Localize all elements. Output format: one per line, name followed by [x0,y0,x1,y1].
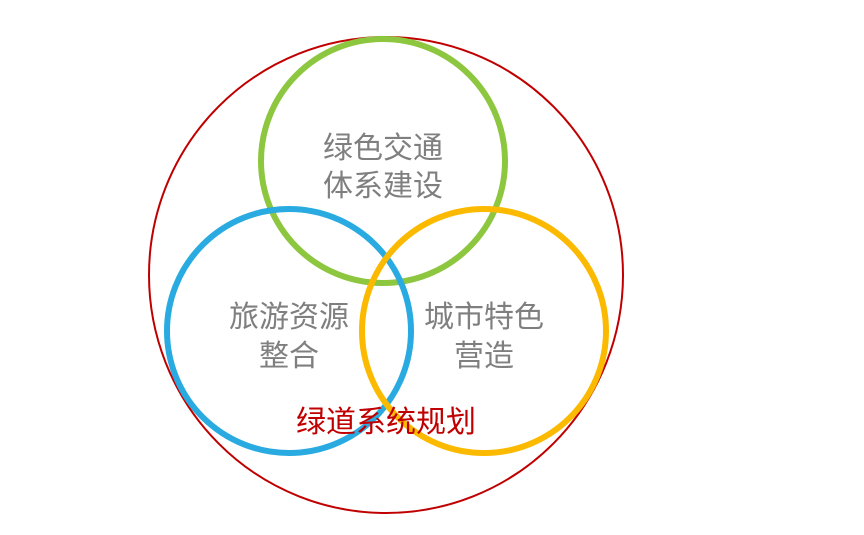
green-circle [258,36,508,286]
outer-label: 绿道系统规划 [296,405,476,440]
green-label-line2: 体系建设 [323,169,443,204]
yellow-circle [359,206,609,456]
outer-circle [148,36,624,514]
yellow-label-line1: 城市特色 [424,300,544,335]
blue-circle [164,206,414,456]
green-label-line1: 绿色交通 [323,131,443,166]
blue-label-line1: 旅游资源 [229,300,349,335]
blue-label-line2: 整合 [259,339,319,374]
yellow-label-line2: 营造 [454,339,514,374]
